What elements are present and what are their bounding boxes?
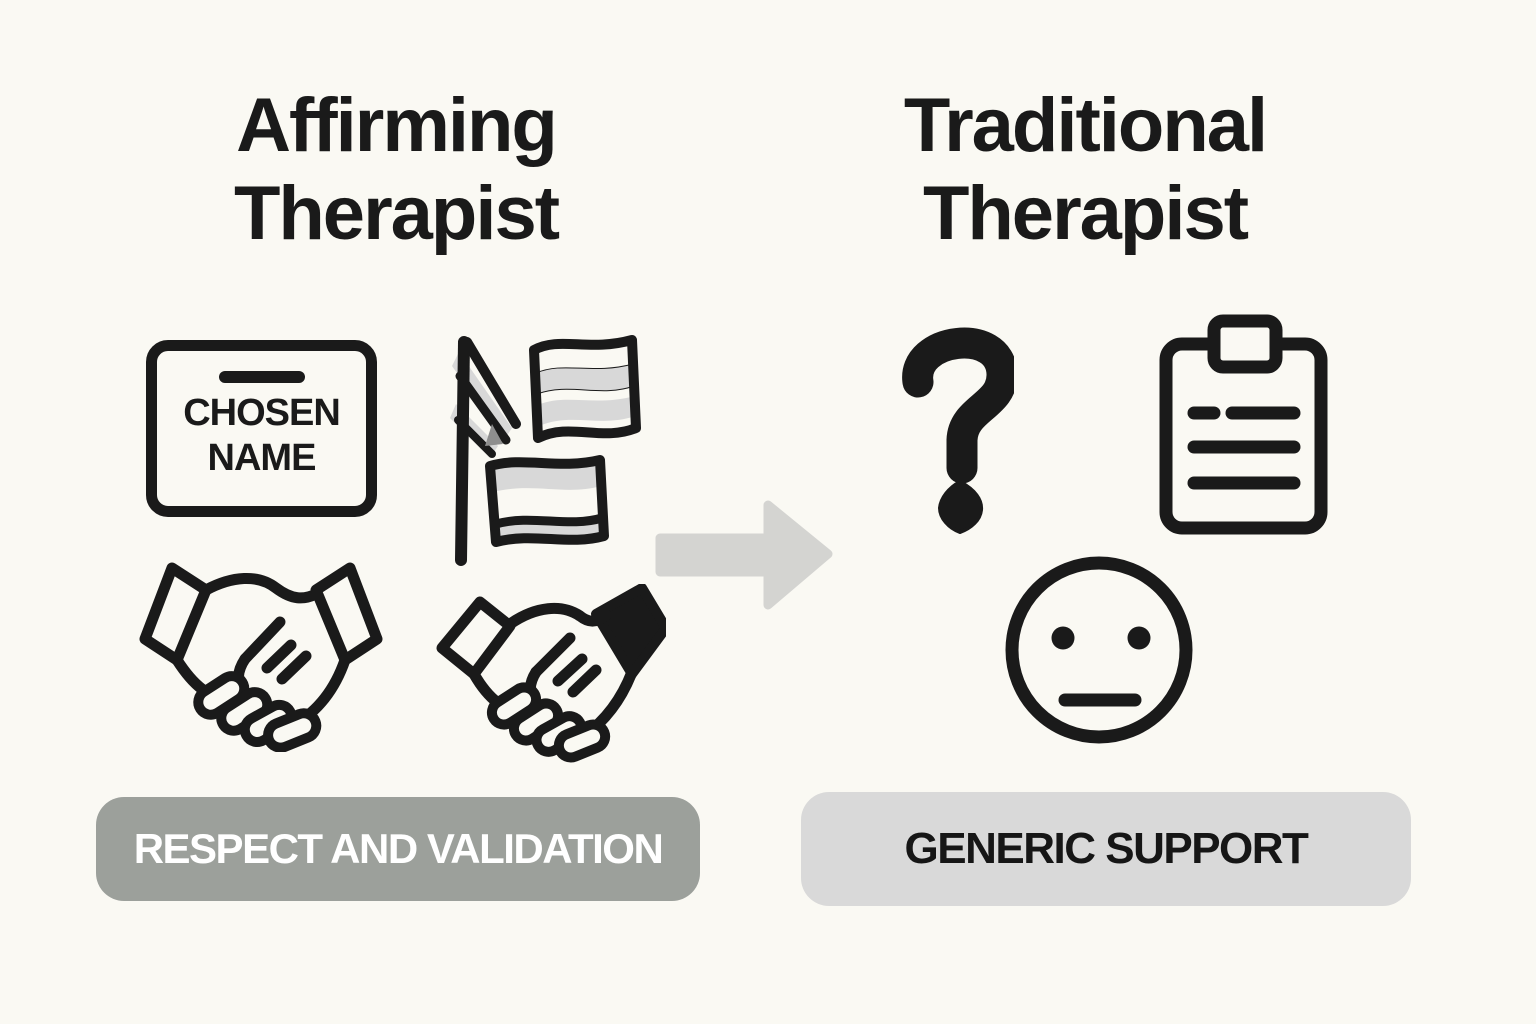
left-column-title: Affirming Therapist xyxy=(116,82,676,258)
right-banner-label: GENERIC SUPPORT xyxy=(904,824,1309,873)
arrow-shape xyxy=(655,500,833,610)
flag-fold-shadow xyxy=(485,424,503,446)
left-title-line2: Therapist xyxy=(233,171,560,256)
question-dot xyxy=(938,480,984,534)
dark-sleeve xyxy=(591,584,666,679)
pride-flag-icon xyxy=(450,335,641,566)
question-mark-icon xyxy=(902,327,1014,534)
chosen-name-badge-icon: CHOSEN NAME xyxy=(146,340,377,517)
right-banner: GENERIC SUPPORT xyxy=(801,792,1411,906)
badge-text-line2: NAME xyxy=(207,437,317,479)
handshake-outline-icon xyxy=(139,562,383,752)
right-column-title: Traditional Therapist xyxy=(805,82,1365,258)
badge-slot-bar xyxy=(218,371,305,383)
right-eye xyxy=(1127,626,1151,650)
left-eye xyxy=(1051,626,1075,650)
clipboard-icon xyxy=(1159,314,1328,535)
badge-text-line1: CHOSEN xyxy=(183,392,341,434)
badge-text: CHOSEN NAME xyxy=(157,391,366,481)
neutral-face-icon xyxy=(1005,556,1193,744)
left-title-line1: Affirming xyxy=(236,83,558,168)
right-title-line1: Traditional xyxy=(903,83,1268,168)
left-banner-label: RESPECT AND VALIDATION xyxy=(133,825,664,872)
left-banner: RESPECT AND VALIDATION xyxy=(96,797,700,901)
handshake-dark-sleeve-icon xyxy=(436,584,666,763)
right-arrow-icon xyxy=(655,500,833,610)
right-title-line2: Therapist xyxy=(922,171,1249,256)
